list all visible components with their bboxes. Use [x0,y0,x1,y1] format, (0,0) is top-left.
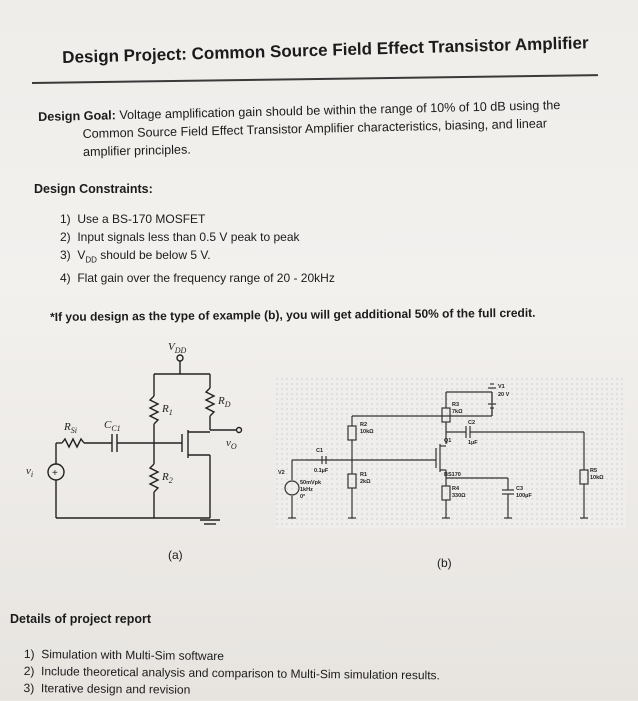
label-c1: C1 [316,448,323,454]
label-v2-frequency: 1kHz [300,487,313,493]
details-number: 2) [23,663,35,679]
constraint-text: Use a BS-170 MOSFET [77,212,206,226]
label-vdd: VDD [168,341,187,355]
details-number: 1) [23,646,35,662]
details-text: Iterative design and revision [40,681,191,697]
page-title: Design Project: Common Source Field Effe… [62,33,589,67]
label-r3-value: 7kΩ [452,409,463,415]
details-list: 1) Simulation with Multi-Sim software 2)… [23,646,440,701]
label-q1: Q1 [444,438,451,444]
label-cc: CC1 [104,419,121,433]
label-v2-amplitude: 50mVpk [300,480,322,486]
constraint-item: 1) Use a BS-170 MOSFET [60,210,335,228]
figure-b-caption: (b) [437,556,452,570]
title-divider [32,74,598,84]
label-r2-b: R2 [360,422,367,428]
label-r3: R3 [452,402,459,408]
label-r4: R4 [452,486,460,492]
schematic-b: V1 20 V R3 7kΩ R2 10kΩ C2 1µF C1 0.1µF V… [276,378,626,528]
label-vo: vO [226,437,237,451]
constraint-item: 3) VDD should be below 5 V. [60,246,335,269]
label-v2-phase: 0° [300,494,305,500]
constraint-number: 4) [60,271,71,286]
design-goal: Design Goal: Voltage amplification gain … [38,95,599,162]
label-rs: RSi [63,421,77,435]
details-heading: Details of project report [10,612,151,626]
label-v1: V1 [498,384,505,390]
label-r2: R2 [161,471,173,485]
label-r4-value: 330Ω [452,493,466,499]
constraint-subscript: DD [85,255,97,265]
label-c3-value: 100µF [516,493,532,499]
label-rd: RD [217,395,231,409]
label-c1-value: 0.1µF [314,468,329,474]
constraint-number: 3) [60,248,71,262]
label-r5-value: 10kΩ [590,475,604,481]
schematic-a: + VDD R1 RD RSi CC1 vO R2 vi [26,341,243,525]
label-c2: C2 [468,420,475,426]
label-r1: R1 [161,403,173,417]
label-v2: V2 [278,470,285,476]
constraint-item: 4) Flat gain over the frequency range of… [60,269,335,287]
constraints-heading: Design Constraints: [34,182,153,196]
constraints-list: 1) Use a BS-170 MOSFET 2) Input signals … [60,210,335,287]
label-c2-value: 1µF [468,440,478,446]
constraint-text: should be below 5 V. [96,248,211,262]
label-r1-b-value: 2kΩ [360,479,371,485]
label-q1-value: BS170 [444,472,461,478]
label-r2-b-value: 10kΩ [360,429,374,435]
label-v1-value: 20 V [498,392,510,398]
constraint-number: 2) [60,230,71,244]
constraint-symbol: V [77,248,86,262]
constraint-number: 1) [60,212,71,226]
constraint-text: Input signals less than 0.5 V peak to pe… [77,230,300,244]
details-text: Simulation with Multi-Sim software [41,647,225,664]
extra-credit-note: *If you design as the type of example (b… [50,305,536,324]
figure-a-caption: (a) [168,548,183,562]
label-r5: R5 [590,468,597,474]
label-r1-b: R1 [360,472,367,478]
label-vi: vi [26,465,33,479]
details-text: Include theoretical analysis and compari… [41,664,440,683]
details-number: 3) [23,680,35,696]
source-plus-minus: + [52,468,58,479]
constraint-item: 2) Input signals less than 0.5 V peak to… [60,228,335,246]
constraint-text: Flat gain over the frequency range of 20… [77,271,335,286]
design-goal-label: Design Goal: [38,108,117,124]
label-c3: C3 [516,486,523,492]
